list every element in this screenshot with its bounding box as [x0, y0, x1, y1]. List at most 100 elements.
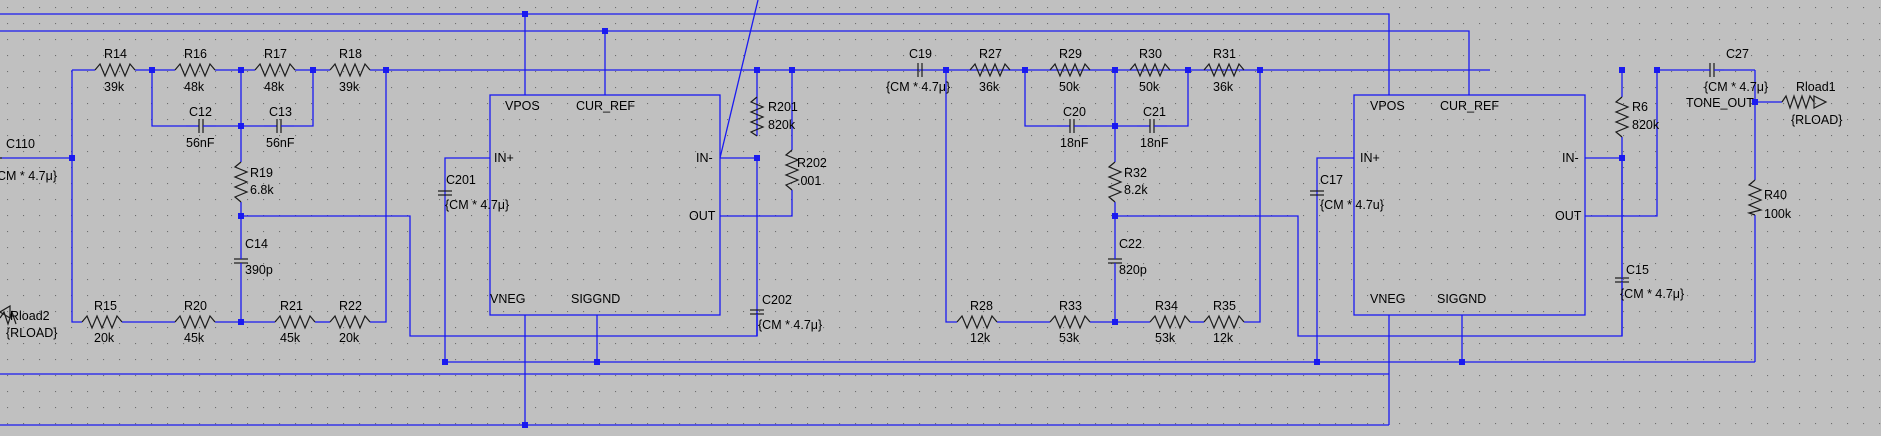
- value-r35: 12k: [1213, 331, 1234, 345]
- resistors: [0, 62, 1828, 330]
- resistor-r33[interactable]: [1049, 314, 1091, 330]
- capacitors: [0, 63, 1724, 336]
- label-c12: C12: [189, 105, 212, 119]
- label-c27: C27: [1726, 47, 1749, 61]
- label-c22: C22: [1119, 237, 1142, 251]
- label-r6: R6: [1632, 100, 1648, 114]
- value-rload2: {RLOAD}: [6, 326, 57, 340]
- value-c15: {CM * 4.7μ}: [1620, 287, 1684, 301]
- label-r31: R31: [1213, 47, 1236, 61]
- label-r35: R35: [1213, 299, 1236, 313]
- value-r31: 36k: [1213, 80, 1234, 94]
- value-r29: 50k: [1059, 80, 1080, 94]
- resistor-r22[interactable]: [329, 314, 371, 330]
- labels: R14 39k R16 48k R17 48k R18 39k C12 56nF…: [0, 47, 1842, 345]
- capacitor-c27[interactable]: [1700, 63, 1724, 77]
- capacitor-c201[interactable]: [438, 190, 452, 196]
- label-c21: C21: [1143, 105, 1166, 119]
- resistor-r17[interactable]: [254, 62, 296, 78]
- resistor-r15[interactable]: [81, 314, 123, 330]
- resistor-r28[interactable]: [956, 314, 998, 330]
- label-c17: C17: [1320, 173, 1343, 187]
- resistor-r21[interactable]: [274, 314, 316, 330]
- label-c202: C202: [762, 293, 792, 307]
- label-c201: C201: [446, 173, 476, 187]
- capacitor-c15[interactable]: [1615, 158, 1629, 300]
- label-c14: C14: [245, 237, 268, 251]
- resistor-r40[interactable]: [1746, 179, 1763, 216]
- value-c12: 56nF: [186, 136, 215, 150]
- capacitor-c202[interactable]: [750, 309, 764, 336]
- resistor-r30[interactable]: [1129, 62, 1171, 78]
- capacitor-c20[interactable]: [1057, 119, 1087, 133]
- value-r32: 8.2k: [1124, 183, 1148, 197]
- label-r15: R15: [94, 299, 117, 313]
- resistor-r29[interactable]: [1049, 62, 1091, 78]
- capacitor-c19[interactable]: [917, 63, 923, 77]
- capacitor-c12[interactable]: [186, 119, 216, 133]
- resistor-r14[interactable]: [94, 62, 136, 78]
- resistor-r6[interactable]: [1614, 96, 1630, 138]
- value-c20: 18nF: [1060, 136, 1089, 150]
- resistor-r20[interactable]: [174, 314, 216, 330]
- value-c27: {CM * 4.7μ}: [1704, 80, 1768, 94]
- value-r21: 45k: [280, 331, 301, 345]
- ic1-vneg-label: VNEG: [490, 292, 525, 306]
- label-r20: R20: [184, 299, 207, 313]
- value-c22: 820p: [1119, 263, 1147, 277]
- resistor-r35[interactable]: [1203, 314, 1245, 330]
- value-c202: {CM * 4.7μ}: [758, 318, 822, 332]
- resistor-r31[interactable]: [1203, 62, 1245, 78]
- label-rload1: Rload1: [1796, 80, 1836, 94]
- label-rload2: Rload2: [10, 309, 50, 323]
- value-c201: {CM * 4.7μ}: [445, 198, 509, 212]
- value-r201: 820k: [768, 118, 796, 132]
- resistor-r19[interactable]: [233, 161, 249, 203]
- value-r18: 39k: [339, 80, 360, 94]
- capacitor-c14[interactable]: [234, 248, 248, 274]
- value-r202: .001: [797, 174, 821, 188]
- value-r27: 36k: [979, 80, 1000, 94]
- wires: [0, 0, 1782, 426]
- resistor-r202[interactable]: [784, 149, 800, 191]
- resistor-rload1[interactable]: [1781, 94, 1815, 110]
- value-r16: 48k: [184, 80, 205, 94]
- ic1-vpos-label: VPOS: [505, 99, 540, 113]
- label-r19: R19: [250, 166, 273, 180]
- opamp-block-1[interactable]: [489, 94, 721, 316]
- capacitor-c17[interactable]: [1310, 190, 1324, 196]
- resistor-r18[interactable]: [329, 62, 371, 78]
- ic2-vneg-label: VNEG: [1370, 292, 1405, 306]
- resistor-r34[interactable]: [1149, 314, 1191, 330]
- resistor-r16[interactable]: [174, 62, 216, 78]
- value-r30: 50k: [1139, 80, 1160, 94]
- value-c21: 18nF: [1140, 136, 1169, 150]
- label-r27: R27: [979, 47, 1002, 61]
- ic2-curref-label: CUR_REF: [1440, 99, 1499, 113]
- capacitor-c21[interactable]: [1137, 119, 1167, 133]
- label-r17: R17: [264, 47, 287, 61]
- value-r17: 48k: [264, 80, 285, 94]
- value-r33: 53k: [1059, 331, 1080, 345]
- label-r40: R40: [1764, 188, 1787, 202]
- label-r32: R32: [1124, 166, 1147, 180]
- opamp-block-2[interactable]: [1353, 94, 1586, 316]
- ic2-out-label: OUT: [1555, 209, 1582, 223]
- ic2-vpos-label: VPOS: [1370, 99, 1405, 113]
- value-c17: {CM * 4.7u}: [1320, 198, 1384, 212]
- value-c14: 390p: [245, 263, 273, 277]
- capacitor-c22[interactable]: [1108, 248, 1122, 274]
- ground-symbol-rload1: [1813, 95, 1828, 109]
- label-r30: R30: [1139, 47, 1162, 61]
- ic1-inplus-label: IN+: [494, 151, 514, 165]
- resistor-r27[interactable]: [969, 62, 1011, 78]
- resistor-r32[interactable]: [1107, 161, 1123, 203]
- ic2-inplus-label: IN+: [1360, 151, 1380, 165]
- label-r202: R202: [797, 156, 827, 170]
- capacitor-c13[interactable]: [264, 119, 294, 133]
- resistor-r201[interactable]: [749, 96, 765, 137]
- value-r40: 100k: [1764, 207, 1792, 221]
- value-r15: 20k: [94, 331, 115, 345]
